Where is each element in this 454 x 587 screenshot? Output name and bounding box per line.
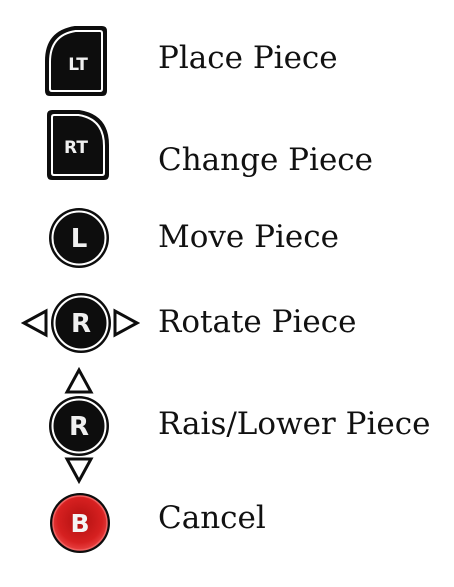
lt-trigger-icon: LT <box>45 26 107 96</box>
arrow-left-icon <box>21 308 48 338</box>
right-stick-icon: R <box>51 293 111 353</box>
right-stick-glyph: R <box>71 309 91 339</box>
right-stick-icon: R <box>49 396 109 456</box>
arrow-up-icon <box>64 367 94 394</box>
place-piece-label: Place Piece <box>158 40 338 76</box>
arrow-down-icon <box>64 457 94 484</box>
rt-glyph: RT <box>64 138 88 158</box>
b-button-glyph: B <box>70 509 89 538</box>
arrow-right-icon <box>113 308 140 338</box>
left-stick-glyph: L <box>71 224 88 254</box>
right-stick-glyph: R <box>69 412 89 442</box>
rotate-piece-label: Rotate Piece <box>158 304 357 340</box>
left-stick-icon: L <box>49 208 109 268</box>
change-piece-label: Change Piece <box>158 142 374 178</box>
move-piece-label: Move Piece <box>158 219 339 255</box>
raise-lower-piece-label: Rais/Lower Piece <box>158 406 431 442</box>
b-button-icon: B <box>50 493 110 553</box>
rt-trigger-icon: RT <box>47 110 109 180</box>
lt-glyph: LT <box>68 55 88 75</box>
cancel-label: Cancel <box>158 500 266 536</box>
